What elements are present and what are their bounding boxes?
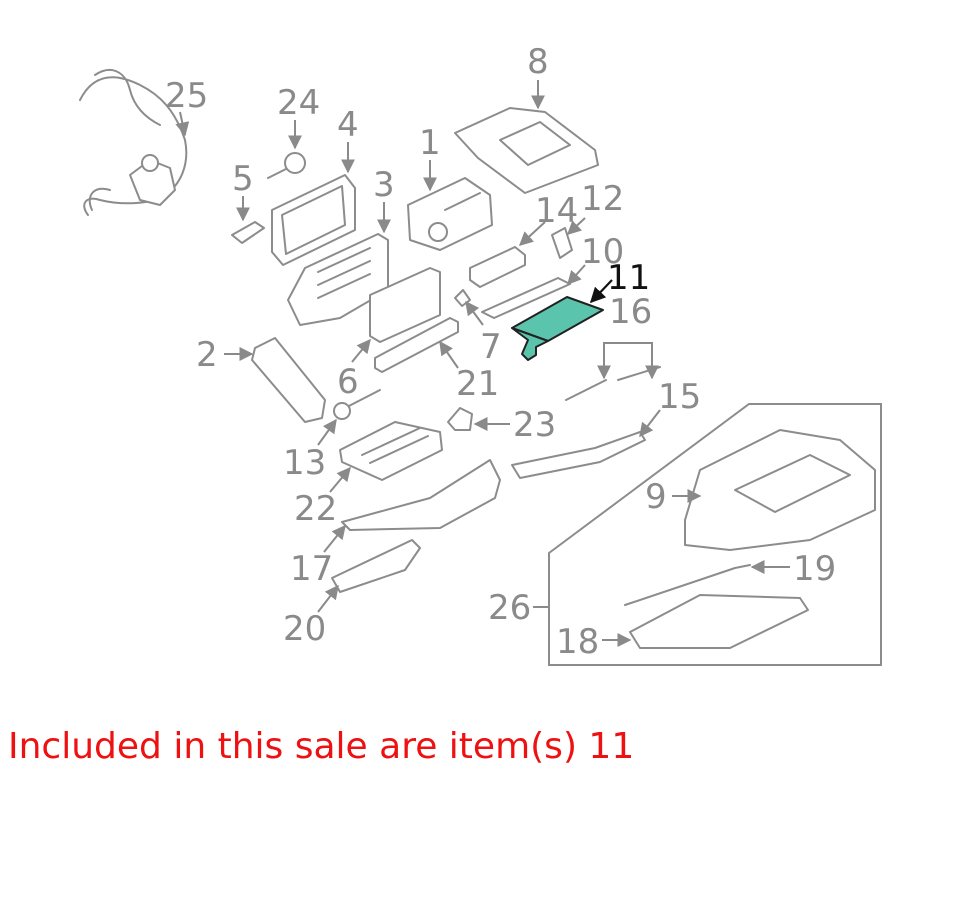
callout-2: 2 xyxy=(196,335,218,375)
callout-9: 9 xyxy=(645,477,667,517)
callout-6: 6 xyxy=(337,362,359,402)
part-17-housing xyxy=(341,459,501,531)
callout-labels: 25 24 4 5 3 1 8 14 12 10 11 16 7 6 21 2 … xyxy=(165,42,836,662)
part-23-cap xyxy=(447,407,473,431)
part-14-bracket xyxy=(469,246,526,288)
callout-8: 8 xyxy=(527,42,549,82)
part-20-bracket xyxy=(331,539,421,593)
callout-22: 22 xyxy=(294,489,337,529)
callout-5: 5 xyxy=(232,159,254,199)
callout-3: 3 xyxy=(373,165,395,205)
callout-24: 24 xyxy=(277,83,320,123)
part-4-filter-frame xyxy=(271,174,356,266)
part-26-kit-box xyxy=(548,403,882,666)
part-9-case xyxy=(684,429,876,551)
callout-26: 26 xyxy=(488,588,531,628)
callout-18: 18 xyxy=(556,622,599,662)
callout-20: 20 xyxy=(283,609,326,649)
callout-25: 25 xyxy=(165,76,208,116)
callout-13: 13 xyxy=(283,443,326,483)
callout-7: 7 xyxy=(480,327,502,367)
part-1-blower xyxy=(407,177,493,251)
part-6-panel xyxy=(369,267,441,343)
part-12-sensor xyxy=(551,227,573,259)
part-5-clip xyxy=(231,221,265,244)
part-21-strip xyxy=(374,317,459,373)
leader-lines xyxy=(175,80,790,647)
part-15-duct xyxy=(511,431,646,479)
part-3-housing xyxy=(287,233,389,326)
callout-21: 21 xyxy=(456,364,499,404)
callout-4: 4 xyxy=(337,105,359,145)
part-19-seal xyxy=(624,564,751,606)
callout-23: 23 xyxy=(513,405,556,445)
callout-1: 1 xyxy=(419,123,441,163)
callout-15: 15 xyxy=(658,377,701,417)
part-25-wiring-harness xyxy=(79,69,188,216)
part-18-lower-case xyxy=(629,594,809,649)
part-16-seals xyxy=(565,366,661,401)
part-22-vent xyxy=(339,421,443,481)
callout-19: 19 xyxy=(793,549,836,589)
callout-16: 16 xyxy=(609,292,652,332)
callout-17: 17 xyxy=(290,549,333,589)
callout-10: 10 xyxy=(581,232,624,272)
part-24-knob xyxy=(267,152,306,179)
callout-11: 11 xyxy=(607,258,650,298)
part-8-top-cover xyxy=(454,107,599,194)
part-11-cabin-filter-highlighted xyxy=(511,296,604,361)
sale-note: Included in this sale are item(s) 11 xyxy=(8,726,635,767)
callout-12: 12 xyxy=(581,179,624,219)
callout-14: 14 xyxy=(535,191,578,231)
part-13-knob xyxy=(333,389,381,420)
part-2-duct xyxy=(251,337,326,423)
